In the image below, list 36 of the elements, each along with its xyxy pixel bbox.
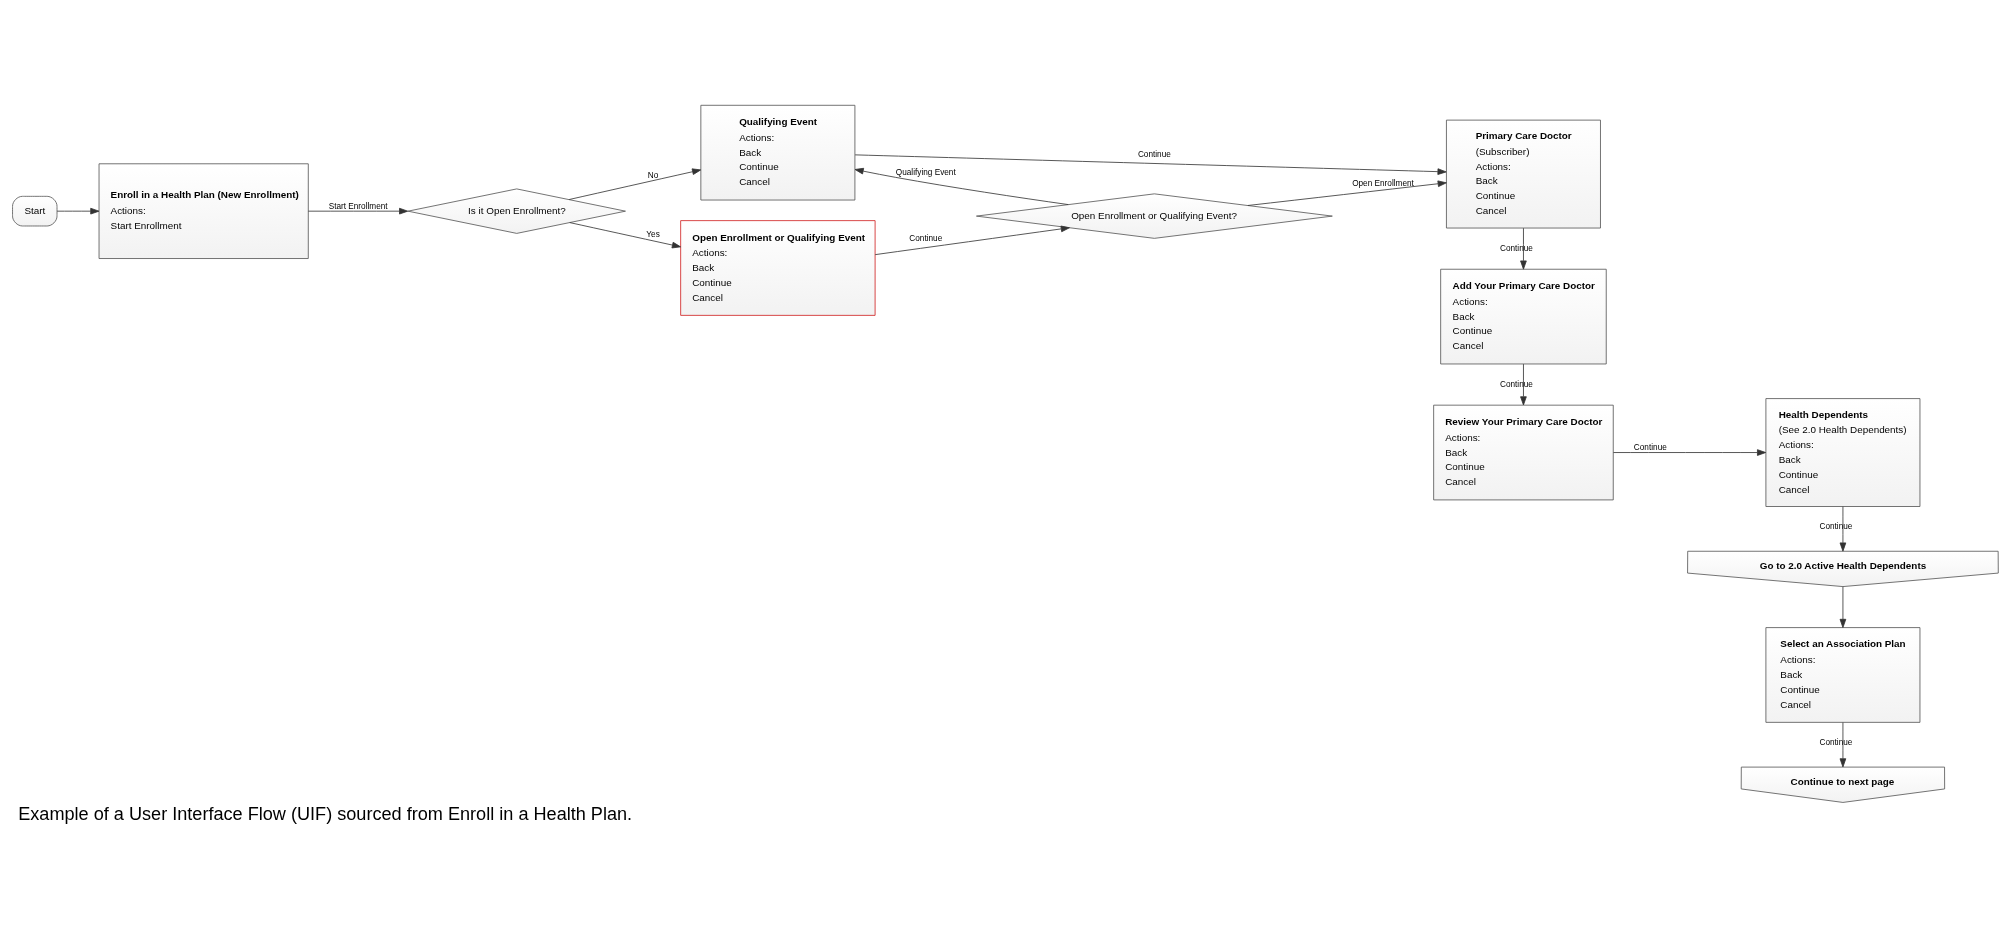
arrow (568, 168, 702, 200)
node-box: Health Dependents (See 2.0 Health Dependents) Actions: Back Continue Cancel (1765, 398, 1921, 507)
edge-label: Yes (646, 229, 660, 239)
node-diamond: Is it Open Enrollment? (407, 188, 626, 234)
arrow (1839, 586, 1847, 628)
arrow (1247, 180, 1447, 206)
node-box: Qualifying Event Actions: Back Continue Cancel (700, 104, 856, 201)
node-box: Start (12, 195, 58, 227)
edge-label: Continue (1633, 443, 1667, 453)
edge-label: Continue (1137, 149, 1171, 159)
arrow (1613, 449, 1767, 456)
edge-label: Continue (1819, 737, 1853, 747)
arrow (854, 167, 1069, 205)
edge-label: Qualifying Event (895, 167, 956, 177)
arrow (569, 222, 681, 249)
edge-label: No (647, 171, 659, 181)
node-box: Add Your Primary Care Doctor Actions: Back Continue Cancel (1440, 268, 1607, 365)
node-box: Review Your Primary Care Doctor Actions: Back Continue Cancel (1433, 404, 1614, 501)
edge-label: Start Enrollment (328, 201, 388, 211)
node-diamond: Open Enrollment or Qualifying Event? (976, 193, 1333, 239)
arrow (1839, 506, 1847, 552)
arrow (1520, 227, 1527, 270)
arrow (1520, 363, 1527, 406)
node-box: Select an Association Plan Actions: Back Continue Cancel (1765, 627, 1921, 723)
caption: Example of a User Interface Flow (UIF) sourced from Enroll in a Health Plan. (18, 804, 633, 825)
node-box: Open Enrollment or Qualifying Event Actions: Back Continue Cancel (680, 220, 876, 316)
edge-label: Continue (1819, 522, 1853, 532)
node-box: Enroll in a Health Plan (New Enrollment) Actions: Start Enrollment (98, 163, 309, 259)
arrow (308, 207, 409, 215)
node-box: Primary Care Doctor (Subscriber) Actions: Back Continue Cancel (1446, 119, 1601, 229)
edge-label: Continue (909, 233, 943, 243)
arrow (56, 207, 100, 215)
arrow (874, 225, 1070, 256)
edge-label: Open Enrollment (1352, 178, 1414, 188)
arrow (1839, 722, 1847, 768)
arrow (854, 154, 1447, 175)
